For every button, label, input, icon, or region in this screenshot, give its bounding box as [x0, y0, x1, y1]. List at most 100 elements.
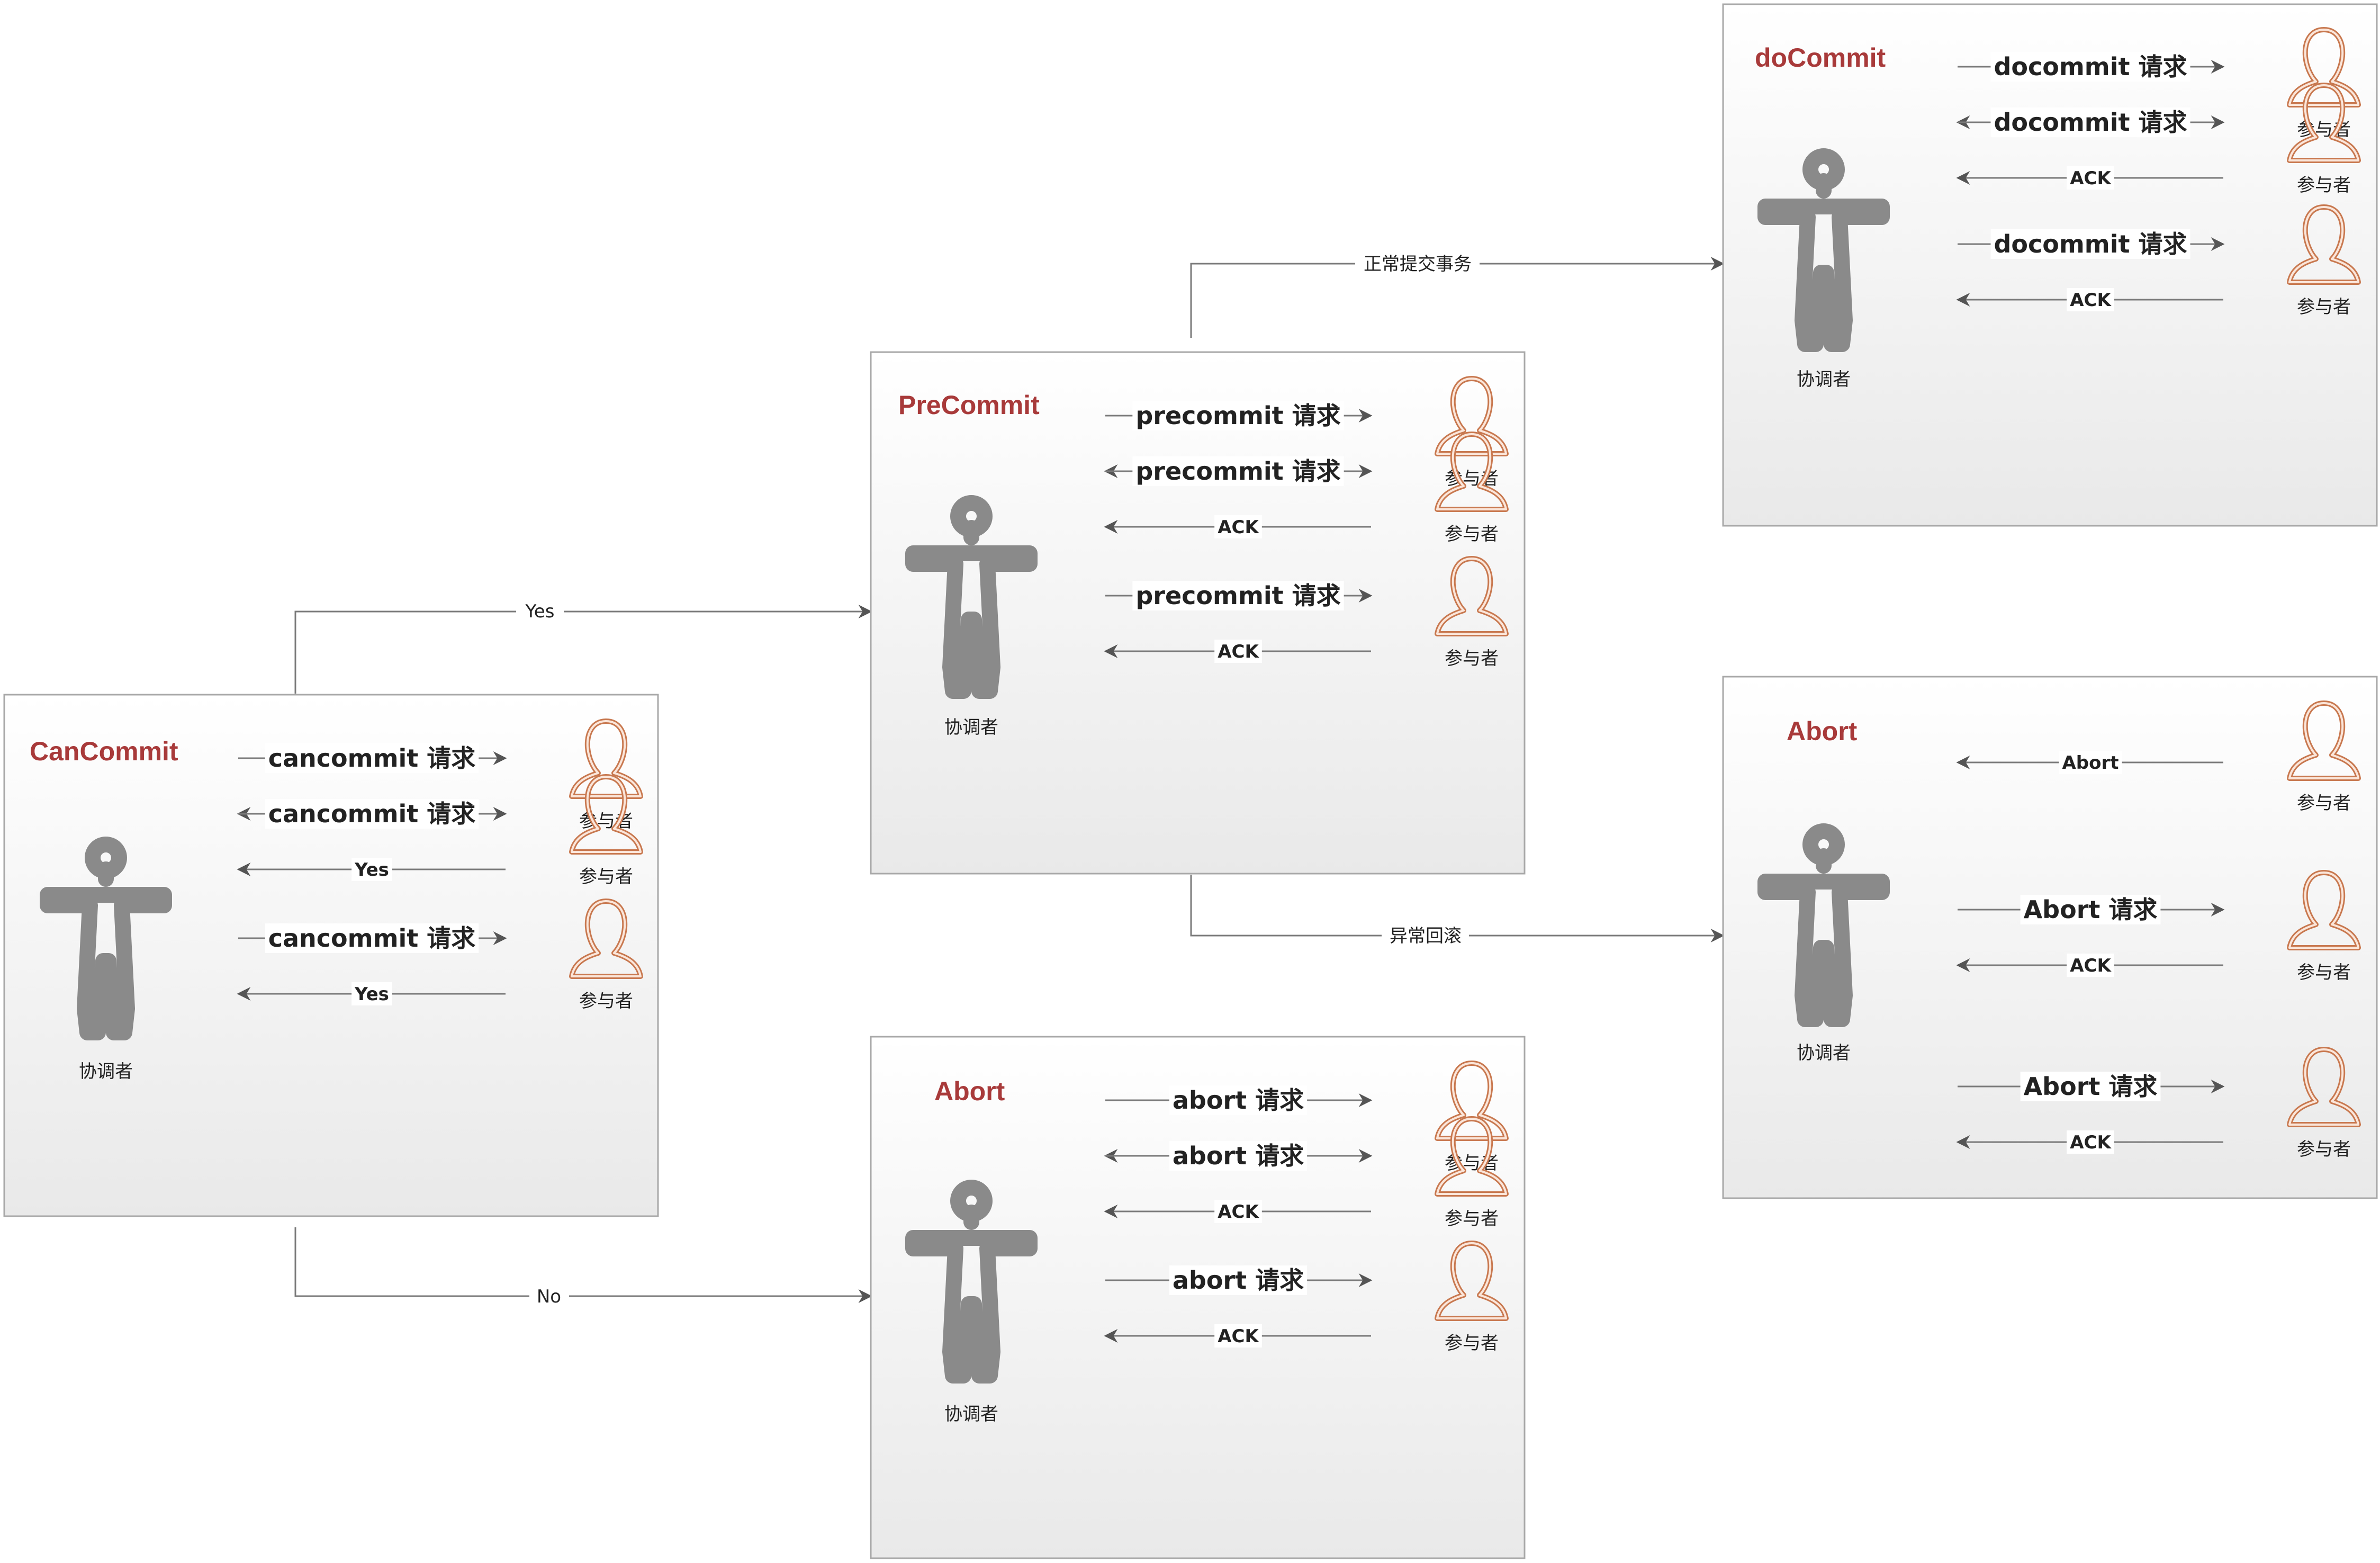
participant-label: 参与者 — [1445, 648, 1499, 669]
request-label-bg — [265, 923, 479, 953]
request-label: precommit 请求 — [1135, 401, 1340, 430]
response-label: Abort — [2062, 752, 2118, 774]
panel-cancommit: CanCommit 协调者 cancommit 请求Yes参与者cancommi… — [3, 694, 659, 1217]
message-row: cancommit 请求 Yes 参与者 — [237, 777, 641, 887]
request-label: cancommit 请求 — [268, 800, 476, 828]
coordinator-label: 协调者 — [1797, 1043, 1851, 1064]
link-commit-label: 正常提交事务 — [1364, 254, 1472, 275]
panel-abort-right-frame — [1722, 676, 2378, 1199]
link-no: No — [294, 1227, 872, 1308]
participant-label: 参与者 — [2297, 175, 2351, 196]
response-label: ACK — [2070, 290, 2112, 311]
response-label: ACK — [2070, 955, 2112, 976]
phase-title: CanCommit — [30, 736, 178, 766]
participant-label: 参与者 — [2297, 962, 2351, 983]
link-commit: 正常提交事务 — [1190, 251, 1725, 338]
message-row: abort 请求 ACK 参与者 — [1104, 1243, 1506, 1354]
request-label-bg — [1169, 1141, 1308, 1171]
response-label: Yes — [354, 984, 389, 1005]
request-label: Abort 请求 — [2024, 895, 2158, 924]
request-label: precommit 请求 — [1135, 581, 1340, 610]
panel-docommit-frame — [1722, 3, 2378, 527]
panel-abort-mid-frame — [870, 1036, 1526, 1559]
message-row: abort 请求 ACK 参与者 — [1104, 1119, 1506, 1229]
request-label-bg — [2020, 1072, 2161, 1101]
participant-label: 参与者 — [1445, 1208, 1499, 1229]
response-label-bg — [2059, 751, 2122, 774]
link-yes-label: Yes — [525, 601, 555, 622]
response-label: ACK — [1218, 1326, 1259, 1347]
response-label: ACK — [1218, 517, 1259, 538]
participant-label: 参与者 — [1445, 524, 1499, 545]
message-row: docommit 请求 ACK 参与者 — [1956, 85, 2358, 196]
message-row: cancommit 请求 Yes 参与者 — [237, 901, 641, 1012]
response-label-bg — [1214, 640, 1262, 663]
request-label-bg — [265, 743, 479, 773]
response-label-bg — [1214, 515, 1262, 538]
participant-label: 参与者 — [579, 991, 633, 1012]
panel-precommit-frame — [870, 351, 1526, 875]
coordinator-label: 协调者 — [79, 1061, 133, 1082]
coordinator-label: 协调者 — [944, 717, 998, 738]
request-label-bg — [2020, 895, 2161, 924]
panel-precommit: PreCommit 协调者 precommit 请求ACK参与者precommi… — [870, 351, 1526, 875]
response-label-bg — [2067, 954, 2114, 977]
response-label-bg — [2067, 1130, 2114, 1154]
phase-title: Abort — [1787, 716, 1858, 746]
request-label-bg — [1169, 1265, 1308, 1295]
response-label-bg — [2067, 288, 2114, 311]
response-label-bg — [351, 982, 392, 1005]
request-label: docommit 请求 — [1994, 230, 2187, 258]
request-label: abort 请求 — [1173, 1142, 1304, 1170]
response-label-bg — [2067, 166, 2114, 190]
phase-title: PreCommit — [898, 390, 1040, 420]
participant-label: 参与者 — [2297, 793, 2351, 814]
request-label: abort 请求 — [1173, 1266, 1304, 1295]
request-label: cancommit 请求 — [268, 744, 476, 772]
request-label: docommit 请求 — [1994, 52, 2187, 81]
response-label: ACK — [1218, 641, 1259, 662]
participant-label: 参与者 — [1445, 1333, 1499, 1354]
message-row: precommit 请求 ACK 参与者 — [1104, 434, 1506, 545]
coordinator-label: 协调者 — [944, 1404, 998, 1425]
participant-label: 参与者 — [2297, 1139, 2351, 1160]
request-label: abort 请求 — [1173, 1086, 1304, 1115]
request-label-bg — [1990, 52, 2190, 82]
response-label: ACK — [2070, 168, 2112, 189]
coordinator-label: 协调者 — [1797, 369, 1851, 390]
response-label-bg — [1214, 1324, 1262, 1348]
link-rollback-label: 异常回滚 — [1390, 926, 1462, 947]
response-label-bg — [351, 858, 392, 881]
request-label-bg — [1990, 107, 2190, 137]
request-label-bg — [1132, 456, 1344, 486]
request-label: precommit 请求 — [1135, 457, 1340, 486]
link-rollback: 异常回滚 — [1190, 875, 1725, 948]
message-row: precommit 请求 ACK 参与者 — [1104, 559, 1506, 669]
request-label: cancommit 请求 — [268, 924, 476, 953]
link-yes: Yes — [294, 599, 872, 694]
message-row: docommit 请求 ACK 参与者 — [1956, 207, 2358, 318]
response-label: ACK — [1218, 1201, 1259, 1223]
request-label-bg — [1169, 1085, 1308, 1115]
link-no-label: No — [537, 1286, 561, 1307]
request-label: docommit 请求 — [1994, 108, 2187, 137]
response-label: Yes — [354, 859, 389, 881]
phase-title: Abort — [934, 1076, 1005, 1106]
panel-docommit: doCommit 协调者 docommit 请求 ACK 参与者 docommit 请… — [1722, 3, 2378, 527]
message-row: Abort 参与者 — [1956, 703, 2358, 814]
response-label-bg — [1214, 1200, 1262, 1223]
message-row: Abort 请求 ACK 参与者 — [1956, 873, 2358, 983]
request-label: Abort 请求 — [2024, 1072, 2158, 1101]
participant-label: 参与者 — [579, 866, 633, 887]
request-label-bg — [1132, 581, 1344, 610]
request-label-bg — [1132, 401, 1344, 430]
participant-label: 参与者 — [2297, 297, 2351, 318]
request-label-bg — [1990, 229, 2190, 259]
message-row: Abort 请求 ACK 参与者 — [1956, 1049, 2358, 1160]
phase-title: doCommit — [1755, 43, 1886, 73]
response-label: ACK — [2070, 1132, 2112, 1153]
